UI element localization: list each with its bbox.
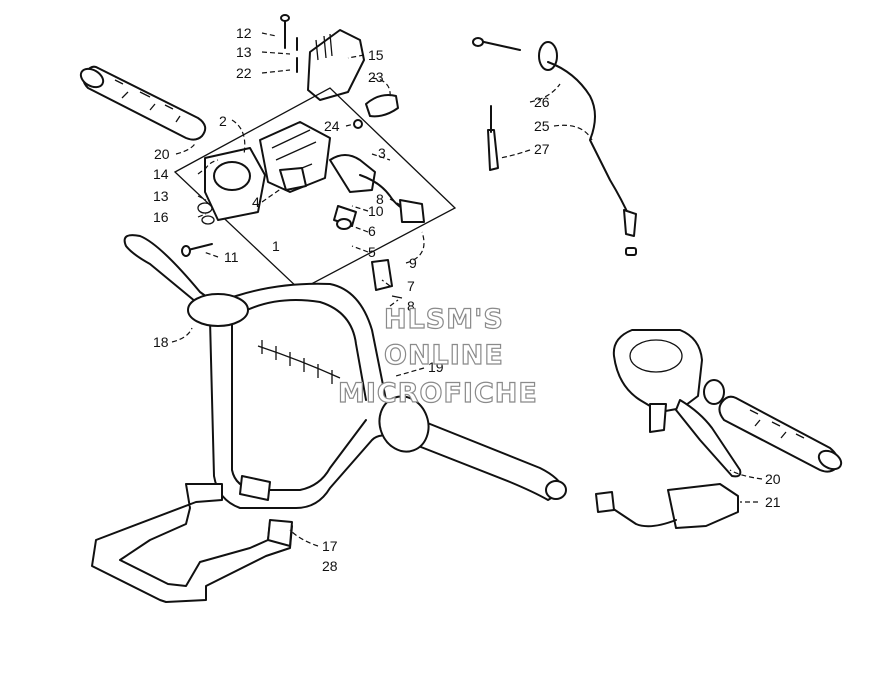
callout-20-right: 20	[765, 471, 781, 487]
handlebar	[123, 234, 567, 509]
callout-8-upper: 8	[376, 191, 384, 207]
callout-28: 28	[322, 558, 338, 574]
callout-15: 15	[368, 47, 384, 63]
watermark-line-1: HLSM'S	[384, 304, 504, 335]
callout-19: 19	[428, 359, 444, 375]
callout-6: 6	[368, 223, 376, 239]
right-control-assembly	[595, 329, 843, 529]
callout-1: 1	[272, 238, 280, 254]
leader-lines	[171, 32, 763, 547]
callout-7: 7	[407, 278, 415, 294]
callout-25: 25	[534, 118, 550, 134]
callout-20-left: 20	[154, 146, 170, 162]
callout-17: 17	[322, 538, 338, 554]
callout-11: 11	[224, 249, 239, 265]
switch-housing-assembly	[173, 87, 457, 291]
callout-22: 22	[236, 65, 252, 81]
callout-13-top: 13	[236, 44, 252, 60]
callout-10: 10	[368, 203, 384, 219]
handlebar-pad	[91, 483, 293, 603]
callout-24: 24	[324, 118, 340, 134]
left-hand-grip	[79, 65, 207, 141]
callout-18: 18	[153, 334, 169, 350]
watermark: HLSM'S ONLINE MICROFICHE	[337, 303, 538, 409]
callout-9: 9	[409, 255, 417, 271]
callout-8-lower: 8	[407, 298, 415, 314]
watermark-line-2: ONLINE	[384, 340, 504, 371]
callout-21: 21	[765, 494, 781, 510]
callout-12: 12	[236, 25, 252, 41]
throttle-cable	[472, 37, 637, 256]
watermark-line-3: MICROFICHE	[338, 378, 538, 409]
callout-2: 2	[219, 113, 227, 129]
callout-16: 16	[153, 209, 169, 225]
callout-14: 14	[153, 166, 169, 182]
wiring-harness	[181, 174, 425, 299]
callout-4: 4	[252, 194, 260, 210]
callout-3: 3	[378, 145, 386, 161]
callout-26: 26	[534, 94, 550, 110]
callout-27: 27	[534, 141, 550, 157]
callout-labels: 12 13 22 15 23 2 24 3 20 14 13 16 4 10 8…	[153, 25, 781, 574]
callout-13-left: 13	[153, 188, 169, 204]
callout-23: 23	[368, 69, 384, 85]
top-bracket-assembly	[280, 14, 399, 129]
callout-5: 5	[368, 244, 376, 260]
